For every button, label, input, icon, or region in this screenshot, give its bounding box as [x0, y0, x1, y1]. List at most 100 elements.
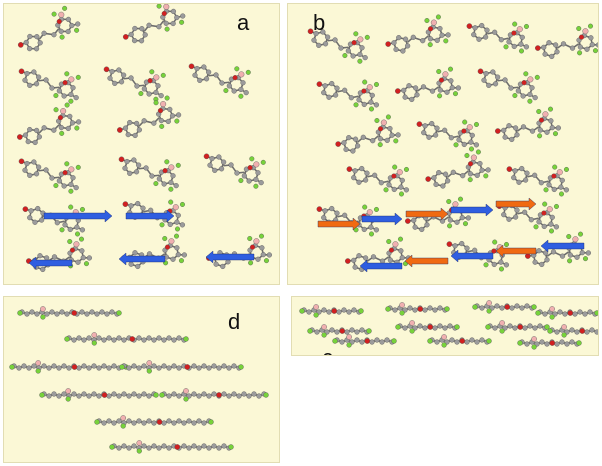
atom	[231, 363, 237, 369]
atom	[69, 247, 76, 253]
atom	[238, 178, 244, 184]
atom	[539, 261, 545, 268]
atom	[391, 173, 397, 179]
atom	[473, 121, 479, 127]
atom	[483, 262, 489, 268]
atom	[518, 48, 524, 54]
atom	[255, 170, 261, 176]
atom	[399, 302, 405, 308]
atom	[346, 135, 352, 141]
atom	[542, 111, 549, 118]
atom	[79, 309, 85, 315]
atom	[238, 93, 244, 99]
atom	[166, 418, 172, 424]
atom	[36, 134, 42, 140]
atom	[228, 444, 234, 450]
atom	[69, 120, 76, 126]
atom	[122, 165, 128, 171]
atom	[329, 205, 335, 212]
atom	[444, 89, 450, 95]
atom	[419, 226, 425, 233]
atom	[398, 248, 404, 254]
atom	[345, 258, 351, 264]
atom	[76, 365, 82, 371]
atom	[86, 393, 92, 399]
atom	[116, 335, 122, 341]
arrow-left-icon	[450, 249, 494, 263]
atom	[66, 365, 72, 371]
atom	[35, 205, 41, 212]
atom	[531, 336, 537, 342]
atom	[266, 252, 272, 258]
atom	[141, 363, 147, 369]
atom	[352, 168, 358, 174]
atom	[109, 68, 115, 75]
atom	[34, 127, 40, 134]
atom	[455, 85, 461, 91]
atom	[64, 102, 70, 108]
atom	[427, 338, 433, 344]
atom	[512, 21, 518, 27]
atom	[377, 142, 383, 148]
atom	[96, 393, 102, 399]
atom	[566, 234, 572, 240]
atom	[438, 77, 445, 83]
atom	[247, 165, 253, 171]
atom	[554, 341, 560, 347]
atom	[357, 58, 363, 64]
atom	[158, 93, 164, 99]
atom	[206, 69, 212, 75]
atom	[577, 50, 583, 56]
atom	[316, 42, 322, 48]
atom	[437, 93, 443, 99]
atom	[174, 219, 180, 225]
atom	[164, 244, 171, 250]
atom	[216, 445, 222, 451]
atom	[368, 99, 374, 105]
atom	[131, 38, 138, 44]
atom	[133, 169, 140, 175]
atom	[236, 393, 242, 399]
atom	[516, 26, 523, 33]
atom	[468, 146, 474, 152]
atom	[532, 95, 538, 101]
atom	[253, 161, 260, 168]
atom	[81, 391, 87, 397]
atom	[343, 146, 349, 153]
atom	[89, 309, 95, 315]
atom	[171, 420, 177, 426]
atom	[74, 125, 80, 131]
atom	[479, 337, 485, 343]
atom	[471, 32, 477, 38]
atom	[71, 337, 77, 343]
atom	[168, 199, 174, 205]
atom	[501, 212, 507, 218]
atom	[129, 336, 136, 342]
atom	[379, 339, 385, 345]
atom	[141, 391, 147, 397]
atom	[106, 418, 112, 424]
atom	[161, 443, 167, 449]
atom	[70, 85, 76, 91]
crystal-packing-a	[17, 4, 272, 273]
atom	[191, 363, 197, 369]
atom	[27, 82, 33, 88]
atom	[396, 169, 403, 176]
atom	[417, 306, 424, 312]
atom	[316, 81, 323, 87]
atom	[22, 167, 28, 173]
atom	[68, 166, 75, 173]
atom	[322, 83, 328, 89]
atom	[400, 48, 406, 54]
atom	[216, 154, 222, 160]
atom	[53, 93, 59, 99]
atom	[128, 75, 134, 81]
atom	[563, 166, 569, 172]
atom	[146, 368, 152, 374]
atom	[111, 337, 117, 343]
atom	[61, 363, 67, 369]
atom	[433, 132, 439, 138]
atom	[385, 41, 391, 47]
atom	[247, 236, 253, 242]
atom	[167, 106, 173, 113]
